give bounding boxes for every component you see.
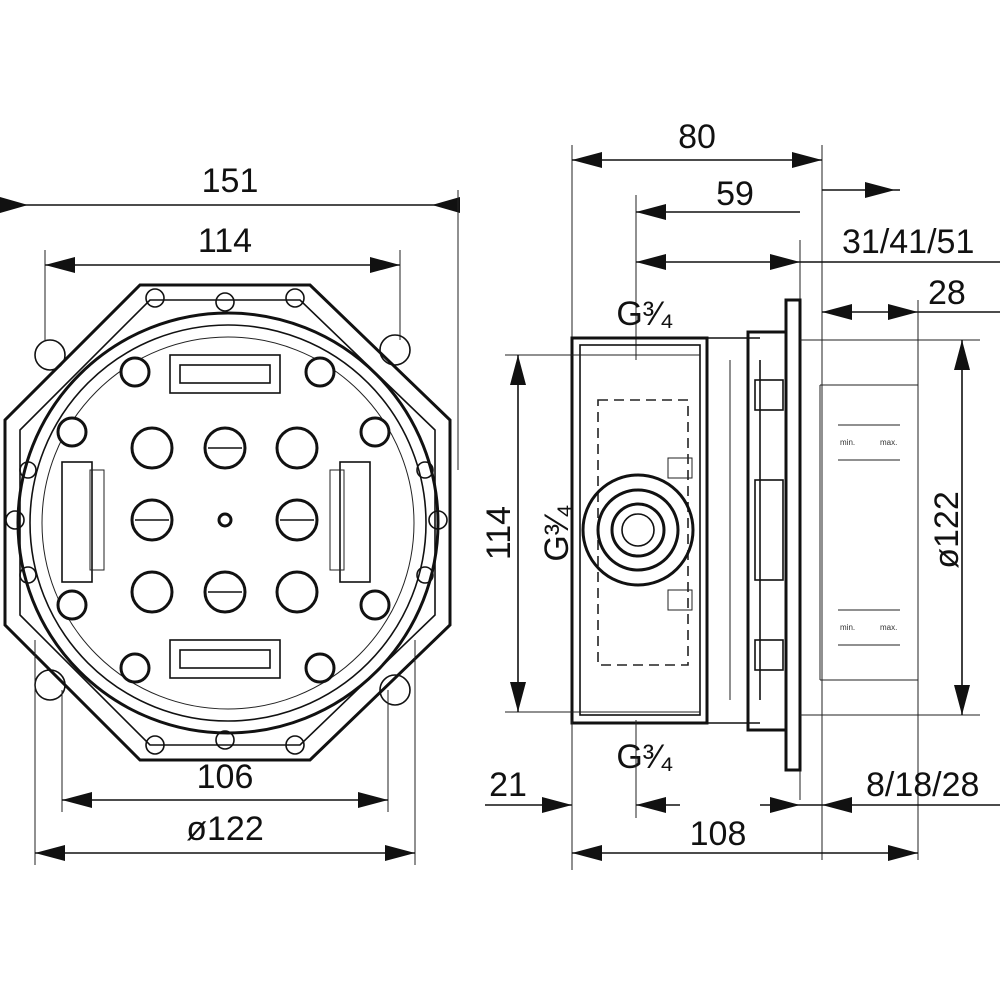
side-view: 80 59 31/41/51 28 — [480, 118, 1000, 870]
front-view: 151 114 — [0, 162, 460, 865]
dim-59-label: 59 — [716, 175, 754, 213]
min-note-bottom: min. — [840, 623, 855, 632]
cover-outline: min. max. min. max. — [819, 384, 919, 681]
dim-28-label: 28 — [928, 274, 966, 312]
port-pattern — [130, 426, 319, 614]
box-housing — [3, 283, 452, 762]
dimension-114: 114 — [44, 222, 401, 340]
dim-31-41-51-label: 31/41/51 — [842, 223, 974, 261]
dimension-height-diameter: ø122 — [800, 339, 980, 716]
dim-21-label: 21 — [489, 766, 527, 804]
thread-label-side: G³⁄₄ — [538, 504, 576, 561]
dim-diameter-vertical-label: ø122 — [928, 491, 966, 569]
dim-151-label: 151 — [202, 162, 259, 200]
side-housing — [570, 298, 802, 772]
dimension-80: 80 — [571, 118, 823, 860]
dimension-height-114: 114 — [480, 354, 700, 713]
dim-114-vertical-label: 114 — [480, 506, 518, 560]
dimension-8-18-28: 8/18/28 — [760, 766, 1000, 813]
dimension-diameter-122: ø122 — [34, 640, 416, 865]
dim-108-label: 108 — [690, 815, 747, 853]
dim-80-label: 80 — [678, 118, 716, 156]
thread-label-top: G³⁄₄ — [616, 295, 673, 333]
dimension-21: 21 — [485, 720, 680, 870]
dimension-59: 59 — [635, 175, 800, 360]
min-note-top: min. — [840, 438, 855, 447]
max-note-top: max. — [880, 438, 897, 447]
thread-label-bottom: G³⁄₄ — [616, 738, 673, 776]
dim-106-label: 106 — [197, 758, 254, 796]
dim-114-label: 114 — [198, 222, 252, 260]
dimension-108: 108 — [572, 815, 918, 861]
max-note-bottom: max. — [880, 623, 897, 632]
dimension-151: 151 — [0, 162, 460, 470]
dim-diameter-label: ø122 — [186, 810, 264, 848]
dimension-106: 106 — [61, 690, 389, 812]
dim-8-18-28-label: 8/18/28 — [866, 766, 979, 804]
